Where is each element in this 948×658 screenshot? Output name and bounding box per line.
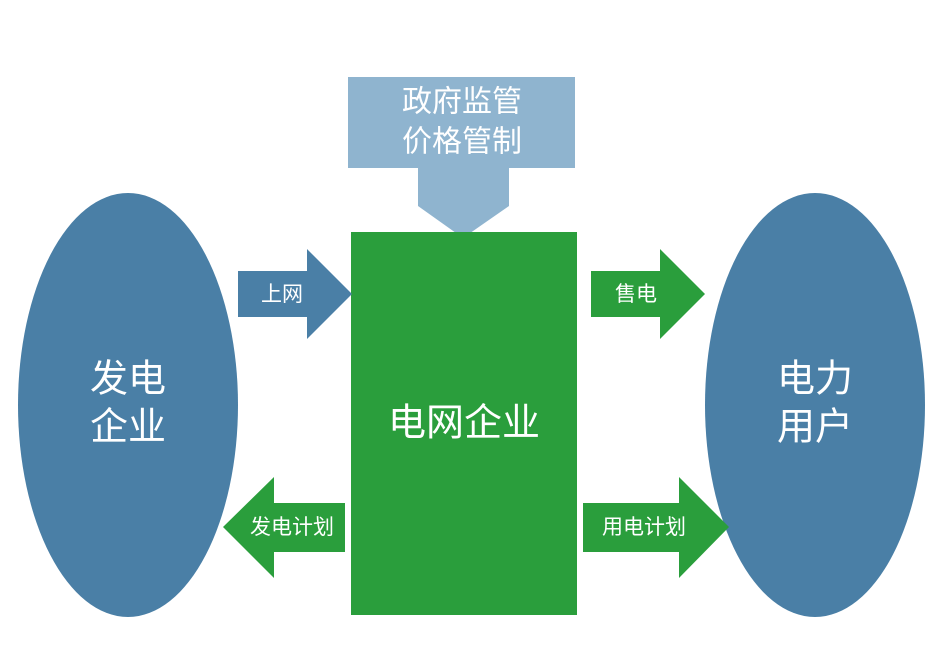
grid-company-label: 电网企业 [388, 401, 540, 445]
consumer-ellipse [705, 193, 925, 617]
regulator-label-line2: 价格管制 [402, 125, 522, 160]
generator-node: 发电 企业 [18, 193, 238, 617]
sell-arrow-shape [591, 249, 705, 339]
regulator-arrow-shape [348, 77, 575, 238]
generator-label-line1: 发电 [90, 357, 166, 401]
generator-label-line2: 企业 [90, 405, 166, 449]
regulator-label-line1: 政府监管 [402, 85, 522, 120]
generator-ellipse [18, 193, 238, 617]
consumption-plan-arrow-shape [583, 477, 729, 578]
regulator-node: 政府监管 价格管制 [348, 77, 575, 238]
consumption-plan-arrow-label: 用电计划 [602, 515, 686, 539]
feed-in-arrow: 上网 [238, 249, 352, 339]
sell-arrow: 售电 [591, 249, 705, 339]
grid-company-box [351, 232, 577, 615]
feed-in-arrow-label: 上网 [261, 282, 303, 306]
grid-company-node: 电网企业 [351, 232, 577, 615]
generation-plan-arrow-shape [223, 477, 345, 578]
sell-arrow-label: 售电 [615, 282, 657, 306]
consumption-plan-arrow: 用电计划 [583, 477, 729, 578]
generation-plan-arrow-label: 发电计划 [250, 515, 334, 539]
consumer-node: 电力 用户 [705, 193, 925, 617]
consumer-label-line1: 电力 [777, 357, 853, 401]
generation-plan-arrow: 发电计划 [223, 477, 345, 578]
consumer-label-line2: 用户 [777, 405, 853, 449]
feed-in-arrow-shape [238, 249, 352, 339]
